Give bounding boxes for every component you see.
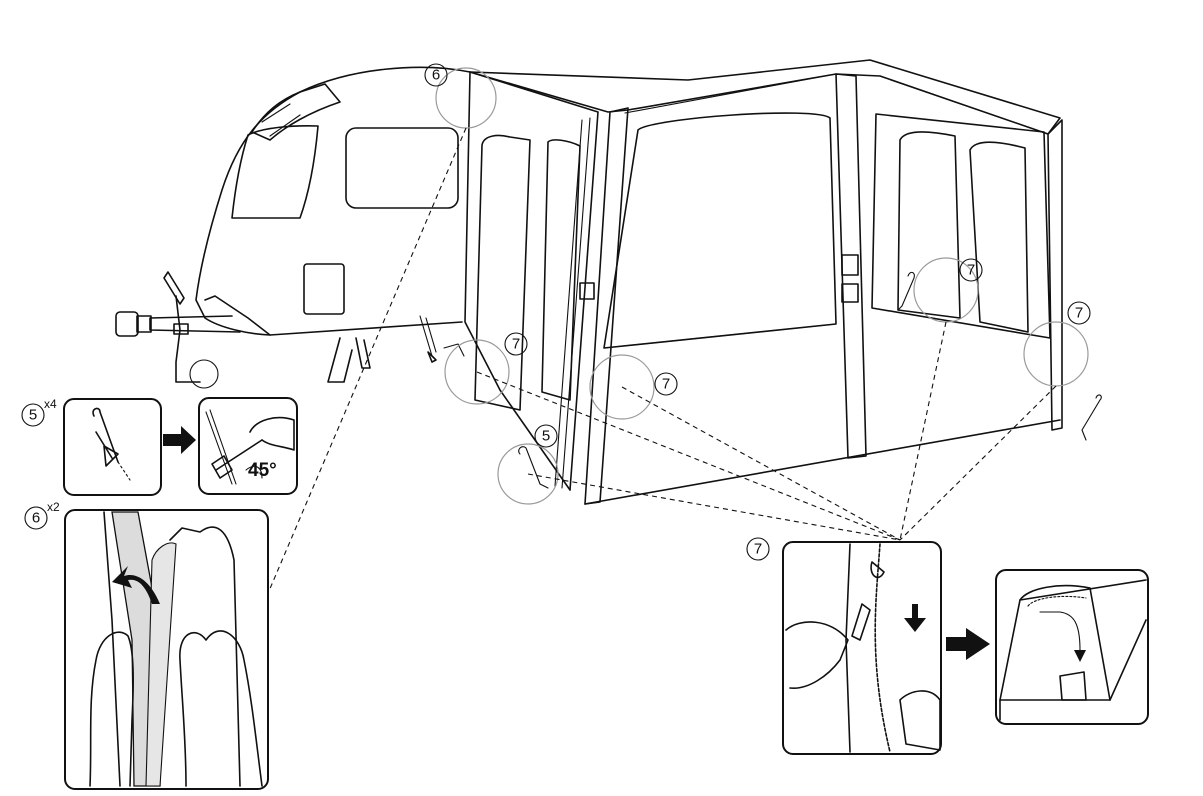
arrow-icon [946, 628, 990, 660]
mallet-icon [211, 439, 263, 479]
tent-peg-icon [92, 407, 119, 463]
down-arrow-icon [904, 604, 926, 632]
angle-label: 45° [248, 460, 277, 481]
velcro-arrow-icon [112, 566, 160, 604]
step5-number: 5 [29, 407, 37, 424]
step6-header: 6 x2 [24, 500, 60, 530]
step7-header: 7 [746, 537, 770, 561]
leader-lines [265, 127, 1057, 599]
callout-7-floor: 7 [654, 372, 678, 396]
step7-number: 7 [754, 541, 762, 558]
step6-multiplier: x2 [47, 500, 60, 514]
awning-illustration [443, 59, 1102, 505]
door-detail-panel [995, 569, 1149, 725]
callout-7-door: 7 [959, 258, 983, 282]
hand-icon [249, 416, 295, 451]
zip-detail-panel [782, 541, 942, 755]
hand-icon [785, 621, 849, 689]
right-hand-icon [179, 630, 263, 787]
callout-7-left: 7 [504, 332, 528, 356]
caravan-illustration [115, 66, 471, 383]
callout-number: 7 [967, 262, 975, 279]
callout-number: 7 [1075, 305, 1083, 322]
callout-6-top: 6 [424, 63, 448, 87]
velcro-detail-panel [64, 509, 269, 790]
callout-number: 7 [662, 376, 670, 393]
arrow-icon [163, 426, 196, 454]
callout-number: 5 [542, 428, 550, 445]
down-arrow-icon [1074, 650, 1086, 662]
callout-5-corner: 5 [534, 424, 558, 448]
step6-number: 6 [32, 510, 40, 527]
step5-header: 5 x4 [21, 397, 57, 427]
callout-7-right: 7 [1067, 301, 1091, 325]
peg-detail-panel [63, 398, 162, 496]
callout-number: 7 [512, 336, 520, 353]
left-hand-icon [89, 631, 134, 787]
zipper-icon [874, 543, 891, 753]
step5-multiplier: x4 [44, 397, 57, 411]
mallet-detail-panel: 45° [198, 397, 298, 495]
callout-number: 6 [432, 67, 440, 84]
